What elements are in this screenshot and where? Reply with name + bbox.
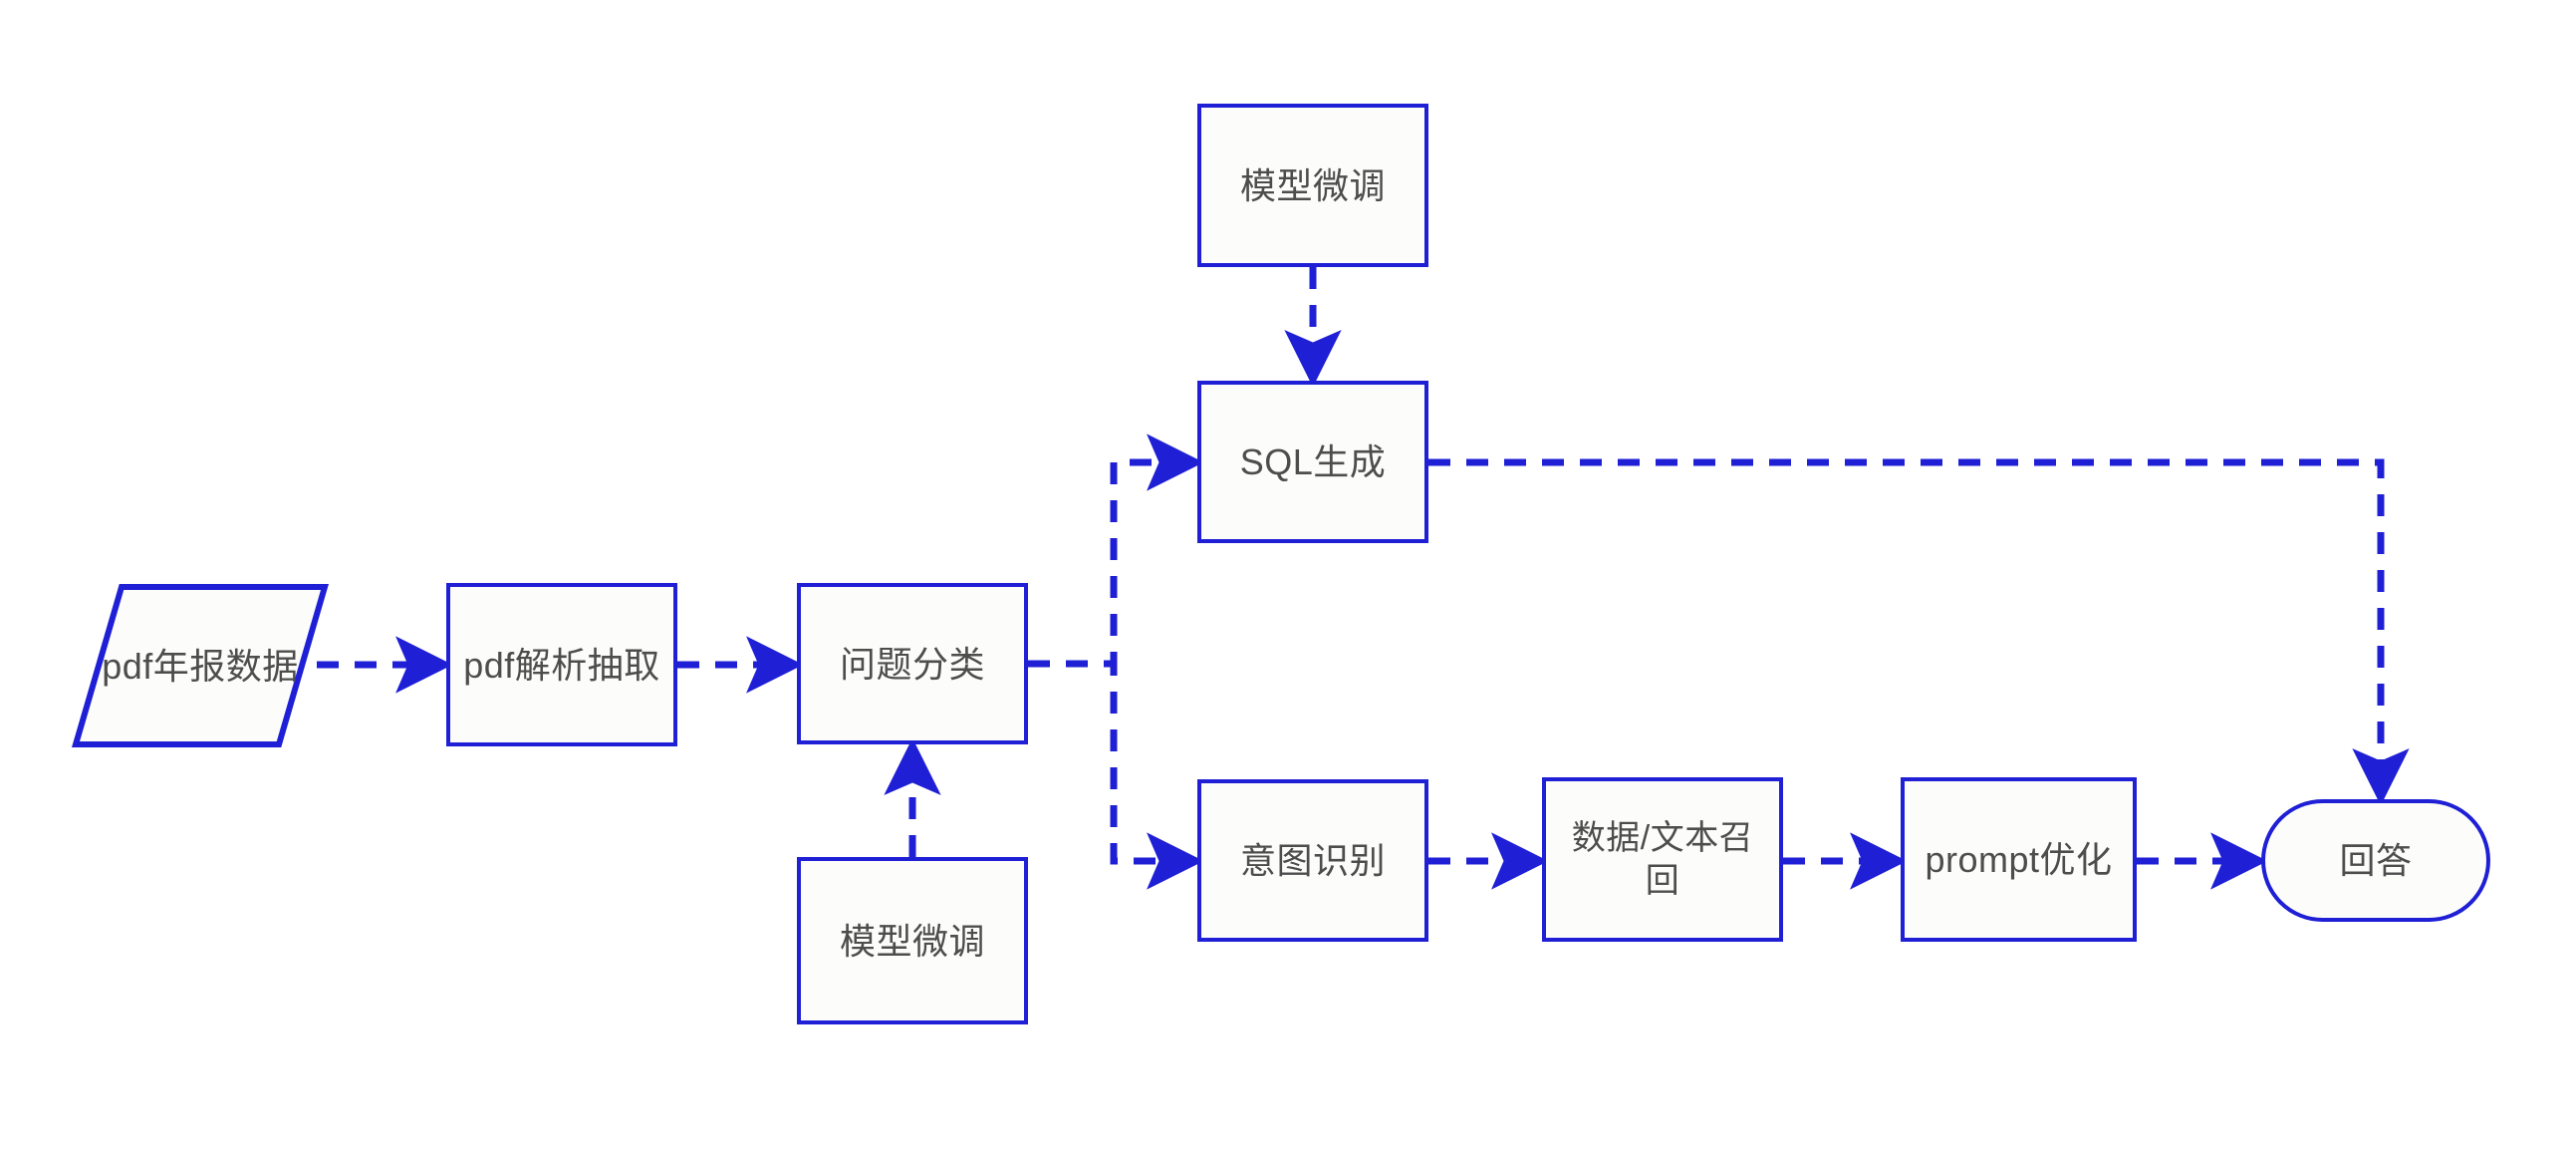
node-label: 回答 [2339, 840, 2413, 881]
node-label: 模型微调 [839, 920, 985, 962]
node-sql-gen[interactable]: SQL生成 [1197, 381, 1428, 543]
node-answer[interactable]: 回答 [2261, 799, 2490, 922]
node-prompt-opt[interactable]: prompt优化 [1901, 777, 2137, 942]
node-label: 意图识别 [1239, 840, 1386, 881]
edge-question-cls-to-sql-gen [1028, 433, 1204, 668]
node-label: SQL生成 [1239, 441, 1387, 482]
edge-question-cls-to-intent-rec [1028, 660, 1204, 890]
node-recall[interactable]: 数据/文本召 回 [1542, 777, 1783, 942]
node-finetune-bottom[interactable]: 模型微调 [797, 857, 1028, 1024]
node-intent-rec[interactable]: 意图识别 [1197, 779, 1428, 942]
node-label: 模型微调 [1239, 164, 1386, 206]
node-label: pdf年报数据 [102, 645, 299, 687]
node-label: 数据/文本召 回 [1571, 819, 1754, 900]
node-pdf-data[interactable]: pdf年报数据 [72, 583, 329, 748]
node-finetune-top[interactable]: 模型微调 [1197, 104, 1428, 267]
node-label: prompt优化 [1925, 839, 2113, 880]
node-label: 问题分类 [839, 643, 985, 685]
node-question-cls[interactable]: 问题分类 [797, 583, 1028, 744]
edge-sql-gen-to-answer [1428, 458, 2410, 806]
parallelogram-shape [72, 584, 329, 747]
node-label: pdf解析抽取 [463, 644, 660, 686]
node-pdf-parse[interactable]: pdf解析抽取 [446, 583, 677, 746]
